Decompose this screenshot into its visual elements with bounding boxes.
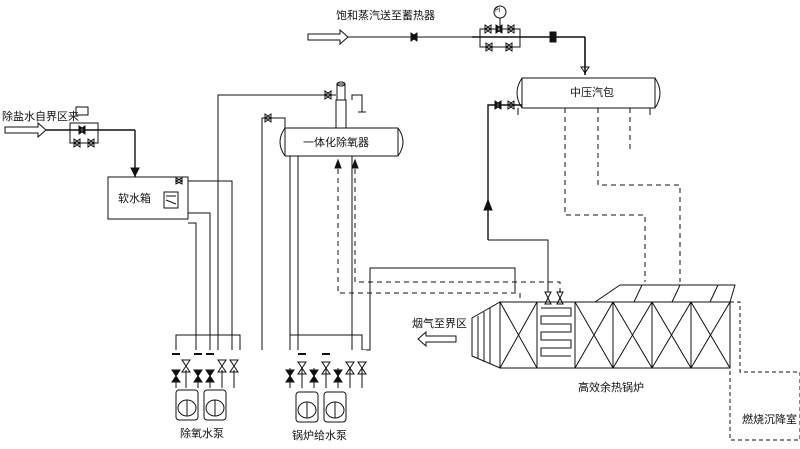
drum-feed-line <box>483 100 549 292</box>
deaerator-lines <box>217 90 516 351</box>
combustion-chamber <box>729 301 800 441</box>
deaerator-pump-group <box>171 334 241 421</box>
label-combustion-chamber: 燃烧沉降室 <box>742 413 797 426</box>
label-feed-pump: 锅炉给水泵 <box>292 429 347 442</box>
steam-valves <box>410 24 590 74</box>
drum-circulation-lines <box>564 108 681 282</box>
label-steam-output: 饱和蒸汽送至蓄热器 <box>336 9 435 22</box>
pressure-gauge-icon <box>493 5 507 19</box>
waste-heat-boiler <box>417 284 736 369</box>
soft-tank-lines <box>174 177 233 350</box>
label-gauge: PI <box>495 7 501 14</box>
steam-output-line <box>307 12 586 75</box>
mp-drum <box>516 77 661 115</box>
label-water-inlet: 除盐水自界区来 <box>2 110 79 123</box>
deaerator-dashed-lines <box>334 158 561 300</box>
deaerator <box>279 81 404 157</box>
water-inlet-line <box>4 106 140 178</box>
label-deaerator-pump: 除氧水泵 <box>180 427 224 440</box>
label-soft-water-tank: 软水箱 <box>118 192 151 205</box>
label-deaerator: 一体化除氧器 <box>303 136 369 149</box>
soft-water-tank <box>107 176 189 220</box>
feed-pump-group <box>285 334 367 423</box>
label-waste-heat-boiler: 高效余热锅炉 <box>578 381 644 394</box>
label-flue-outlet: 烟气至界区 <box>412 317 467 330</box>
label-mp-drum: 中压汽包 <box>570 86 614 99</box>
